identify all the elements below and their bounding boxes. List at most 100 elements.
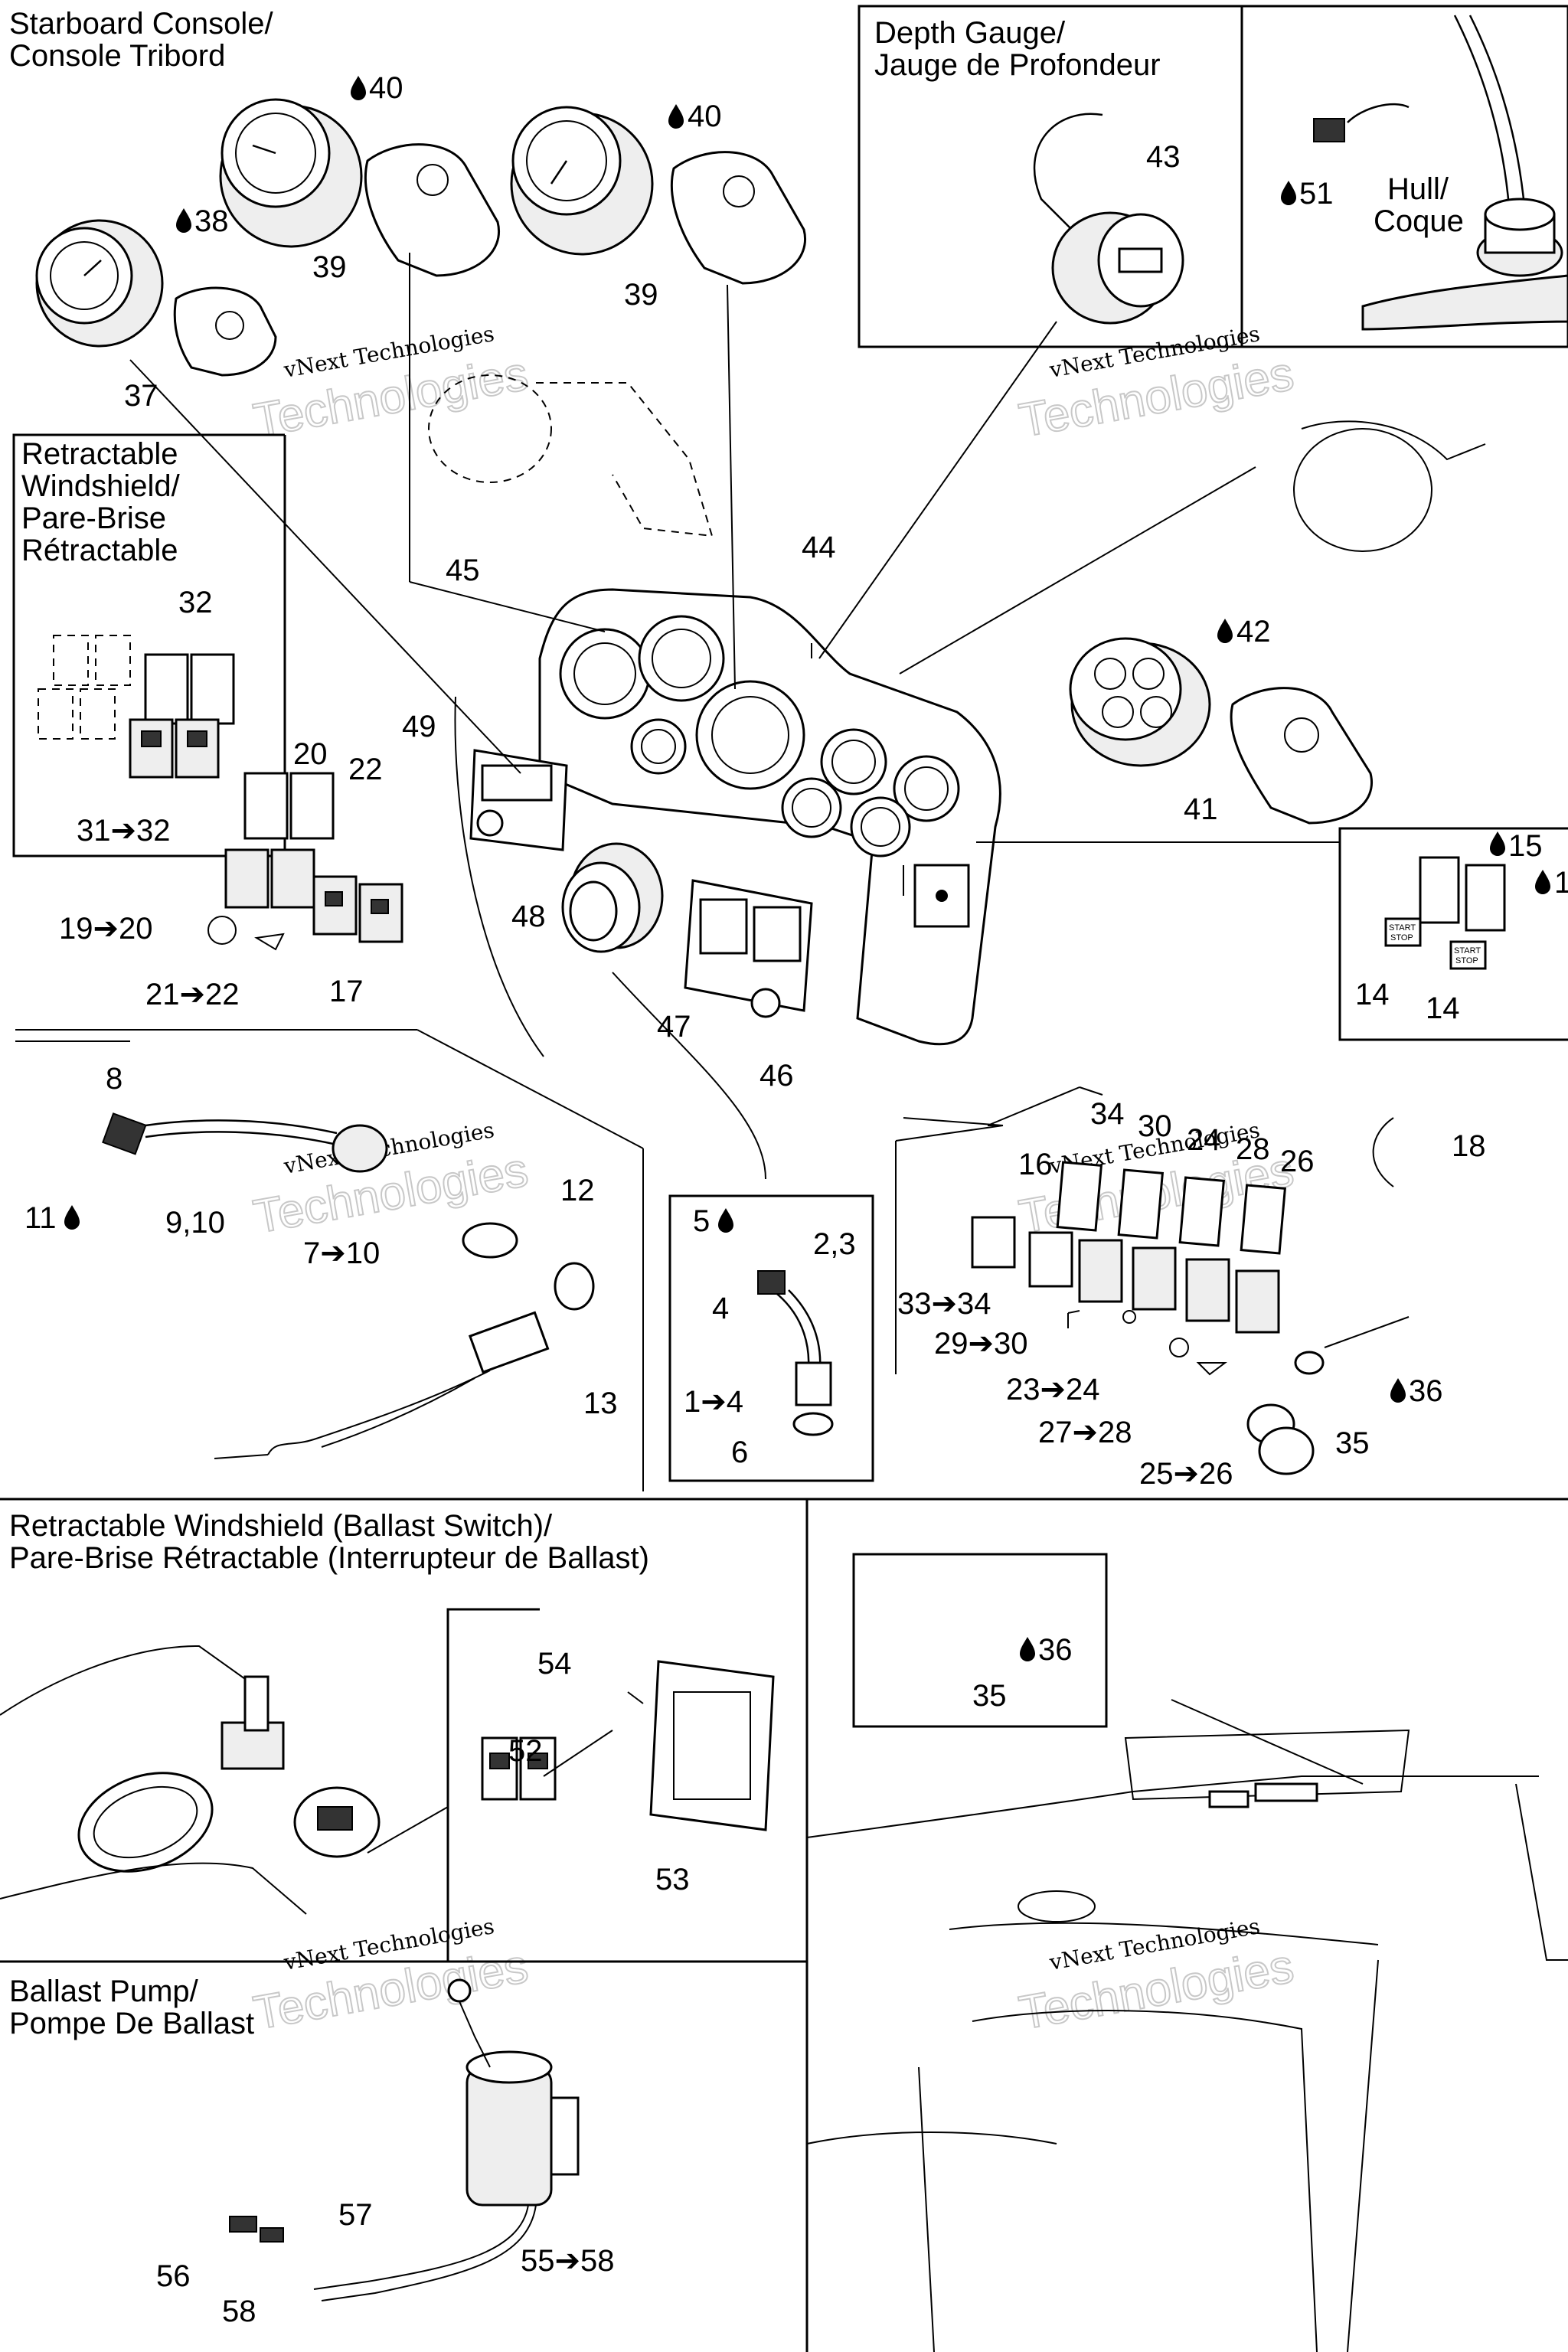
callout-8: 8 [106,1062,122,1096]
callout-15: 15 [1508,829,1543,863]
callout-46: 46 [760,1059,794,1093]
depth-gauge-43 [1033,113,1184,325]
callout-52: 52 [508,1734,543,1768]
callout-5: 5 [693,1204,710,1238]
callout-32: 32 [178,586,213,619]
section-title: Rétractable [21,534,178,567]
callout-4: 4 [712,1292,729,1325]
windshield-inset-frame [12,433,286,858]
callout-23-24: 23➔24 [1006,1373,1100,1406]
callout-28: 28 [1236,1132,1270,1166]
switch-row [971,1117,1394,1376]
callout-24: 24 [1187,1123,1221,1157]
callout-57: 57 [338,2198,373,2232]
switch-bank-17 [207,772,403,951]
switch-text: STOP [1455,956,1478,965]
callout-37: 37 [124,379,158,413]
callout-56: 56 [156,2259,191,2293]
callout-55-58: 55➔58 [521,2244,615,2278]
ballast-pump [229,1978,580,2301]
section-title: Console Tribord [9,39,225,73]
callout-51: 51 [1299,177,1334,211]
section-title: Depth Gauge/ [874,16,1066,50]
section-title: Coque [1374,204,1464,238]
callout-48: 48 [511,900,546,933]
gauge-39-right [510,106,806,285]
callout-1: 1 [1554,866,1568,900]
gauge-ghost-right [1293,420,1486,552]
callout-29-30: 29➔30 [934,1327,1028,1361]
watermark: vNext Technologies Technologies [249,1913,532,2040]
section-title: Retractable [21,437,178,471]
watermark: vNext Technologies Technologies [249,321,532,448]
section-title: Jauge de Profondeur [874,48,1161,82]
switch-panel-48 [469,749,568,851]
callout-36: 36 [1038,1633,1073,1667]
hull-fitting [1313,15,1568,331]
callout-19-20: 19➔20 [59,912,153,946]
callout-33-34: 33➔34 [897,1287,991,1321]
boat-console-scene [806,1729,1568,2352]
callout-39: 39 [312,250,347,284]
key-switch-frame [668,1194,874,1482]
gauge-39-left [219,98,500,277]
callout-16: 16 [1018,1148,1053,1181]
ballast-scene [0,1645,775,1915]
ignition-knob [561,842,664,953]
key-part [757,1270,834,1436]
section-frames [0,5,1568,2352]
callout-36: 36 [1409,1374,1443,1408]
callouts: 40 40 38 39 39 37 43 51 45 44 42 41 32 3… [24,71,1568,2328]
callout-6: 6 [731,1436,748,1469]
callout-30: 30 [1138,1109,1172,1143]
callout-35: 35 [972,1679,1007,1713]
callout-2-3: 2,3 [813,1227,856,1261]
callout-14: 14 [1426,991,1460,1025]
callout-40: 40 [369,71,403,105]
section-title: Pare-Brise [21,501,166,535]
callout-14: 14 [1355,978,1390,1011]
callout-7-10: 7➔10 [303,1236,380,1270]
socket-35 [1246,1316,1410,1475]
callout-20: 20 [293,737,328,771]
callout-43: 43 [1146,140,1181,174]
watermark: vNext Technologies Technologies [1014,321,1298,448]
switch-text: START [1389,923,1416,933]
callout-27-28: 27➔28 [1038,1416,1132,1449]
callout-54: 54 [537,1647,572,1681]
leader-lines [15,253,1364,1854]
section-title: Pompe De Ballast [9,2007,254,2040]
gauge-41 [1069,637,1373,825]
gauge-ghost [428,374,714,537]
callout-45: 45 [446,554,480,587]
hull-frame [1240,5,1568,348]
callout-12: 12 [560,1174,595,1207]
start-stop-switches: START STOP START STOP [1384,856,1506,970]
callout-58: 58 [222,2295,256,2328]
callout-22: 22 [348,753,383,786]
section-title: Hull/ [1387,172,1449,206]
callout-18: 18 [1452,1129,1486,1163]
callout-40: 40 [688,100,722,133]
callout-41: 41 [1184,792,1218,826]
dash-panel-44 [538,588,1001,1046]
start-stop-inset-frame [1338,827,1378,1041]
callout-44: 44 [802,531,836,564]
callout-1-4: 1➔4 [684,1385,743,1419]
callout-25-26: 25➔26 [1139,1457,1233,1491]
switch-text: STOP [1390,933,1413,942]
socket-inset-frame [852,1553,1108,1728]
callout-39: 39 [624,278,658,312]
switch-text: START [1454,946,1481,956]
callout-31-32: 31➔32 [77,814,171,848]
callout-11: 11 [24,1201,57,1235]
section-title: Windshield/ [21,469,181,503]
callout-38: 38 [194,204,229,238]
callout-42: 42 [1236,615,1271,648]
callout-49: 49 [402,710,436,743]
section-titles: Starboard Console/ Console Tribord Depth… [9,7,1464,2040]
callout-9-10: 9,10 [165,1206,225,1240]
callout-47: 47 [657,1010,691,1044]
callout-17: 17 [329,975,364,1008]
